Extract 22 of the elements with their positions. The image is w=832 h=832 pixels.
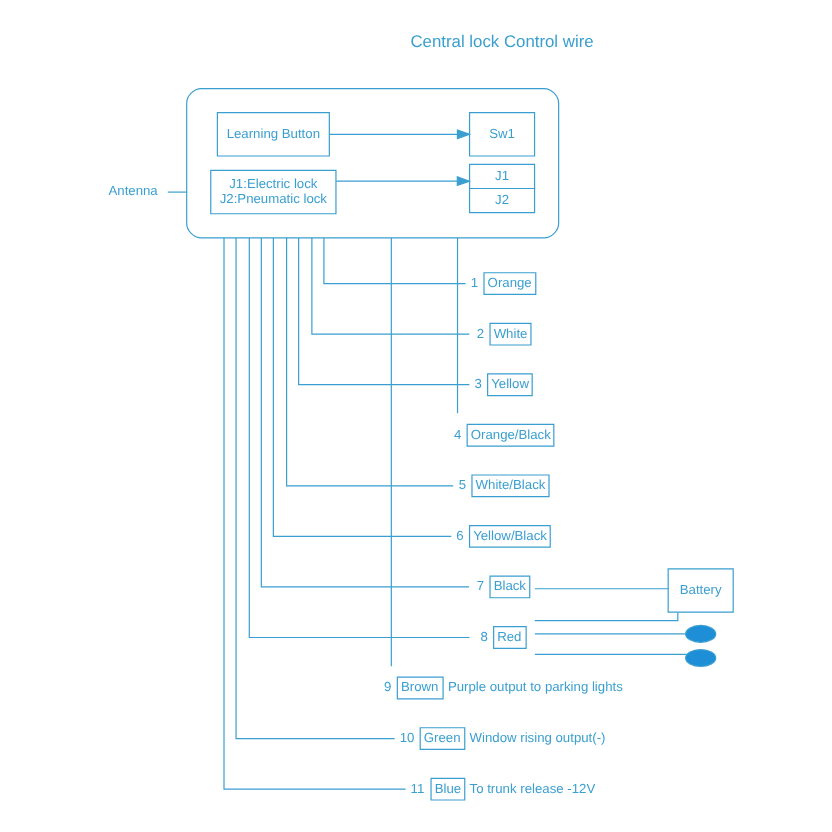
- connector: [534, 653, 688, 655]
- connector: [456, 237, 459, 414]
- connector: [534, 588, 669, 590]
- connector: [167, 191, 188, 193]
- connector: [534, 611, 679, 622]
- connector: [272, 237, 452, 537]
- node-bulb: [685, 624, 717, 643]
- connector: [286, 237, 454, 487]
- arrow: [335, 176, 472, 187]
- node-bulb: [685, 648, 717, 667]
- label: Central lock Control wire: [410, 31, 594, 52]
- connector: [298, 237, 470, 386]
- connector: [223, 237, 407, 790]
- cluster: [186, 88, 560, 239]
- connector: [248, 237, 471, 639]
- connector: [260, 237, 470, 588]
- connector: [311, 237, 470, 335]
- connector: [390, 237, 392, 667]
- connector: [323, 237, 467, 285]
- connector: [534, 633, 686, 635]
- arrow: [329, 129, 472, 140]
- connector: [235, 237, 396, 740]
